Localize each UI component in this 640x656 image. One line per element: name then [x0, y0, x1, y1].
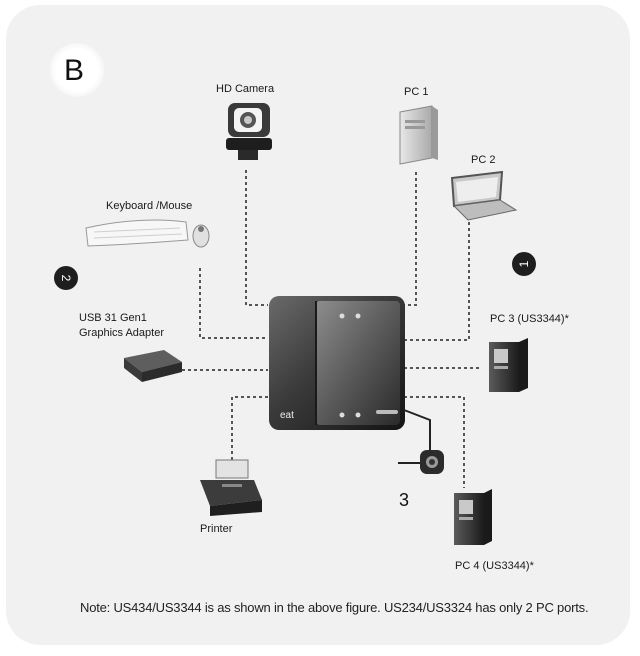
- printer-icon: [200, 459, 262, 516]
- port-led: [339, 313, 345, 319]
- callout-badge-1: 1: [512, 252, 536, 276]
- connection-lines: [182, 170, 482, 488]
- line-pc2: [404, 222, 470, 341]
- hub-label: eat: [280, 410, 294, 421]
- kvm-hub: [269, 296, 405, 430]
- port-led: [339, 412, 345, 418]
- label-pc2: PC 2: [471, 154, 496, 166]
- label-usb-adapter-line1: USB 31 Gen1: [79, 312, 147, 324]
- port-led: [355, 412, 361, 418]
- line-camera: [245, 170, 268, 306]
- hd-camera-icon: [226, 103, 272, 160]
- callout-cable-number: 3: [399, 490, 410, 510]
- panel-letter: B: [50, 43, 104, 97]
- label-hd-camera: HD Camera: [216, 83, 275, 95]
- line-keyboard: [199, 268, 268, 339]
- label-pc4: PC 4 (US3344)*: [455, 560, 534, 572]
- label-pc1: PC 1: [404, 86, 429, 98]
- line-pc4: [404, 396, 465, 488]
- label-pc3: PC 3 (US3344)*: [490, 313, 569, 325]
- keyboard-mouse-icon: [85, 219, 210, 248]
- label-usb-adapter: USB 31 Gen1 Graphics Adapter: [79, 311, 164, 341]
- usb-cable-connector-icon: [398, 409, 444, 474]
- port-led: [355, 313, 361, 319]
- pc2-laptop-icon: [450, 170, 518, 221]
- pc1-tower-icon: [399, 105, 438, 165]
- line-printer: [231, 396, 268, 460]
- line-pc1: [404, 172, 417, 306]
- footnote: Note: US434/US3344 is as shown in the ab…: [80, 600, 589, 615]
- label-printer: Printer: [200, 523, 233, 535]
- usb-graphics-adapter-icon: [124, 350, 182, 382]
- pc3-tower-icon: [489, 338, 528, 392]
- callout-badge-2: 2: [54, 266, 78, 290]
- label-usb-adapter-line2: Graphics Adapter: [79, 327, 164, 339]
- label-keyboard-mouse: Keyboard /Mouse: [106, 200, 193, 212]
- pc4-tower-icon: [454, 489, 492, 545]
